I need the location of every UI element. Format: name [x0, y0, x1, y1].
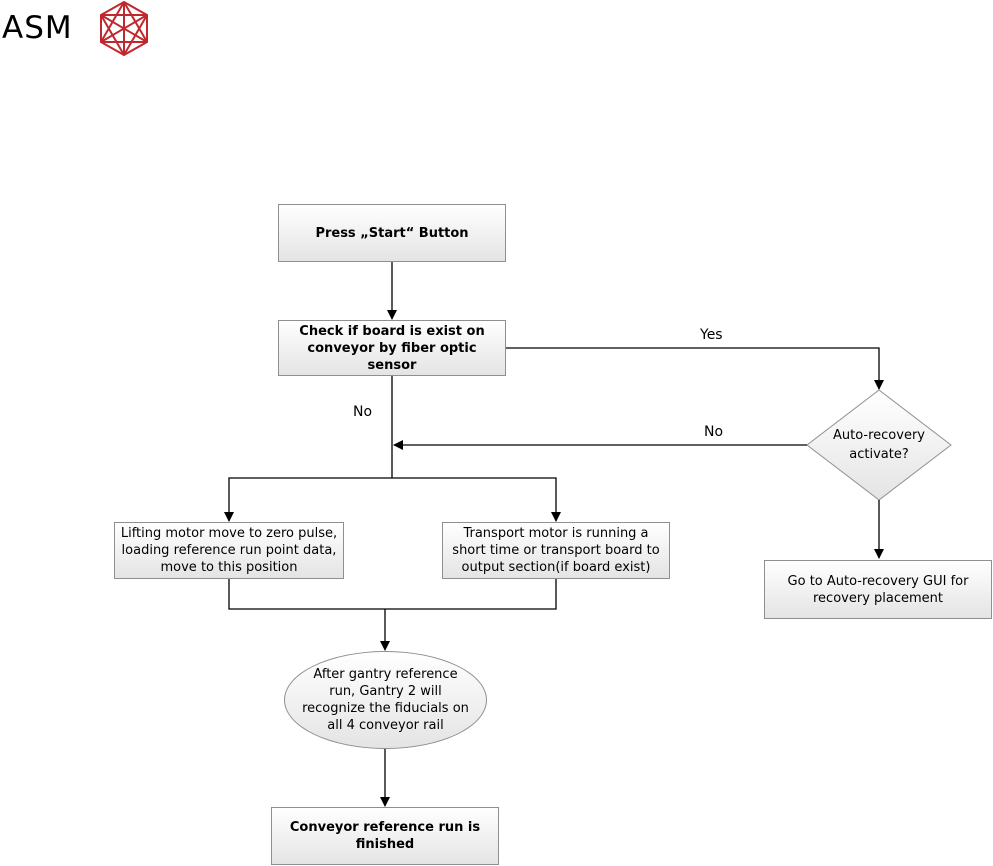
edge-merge-right — [385, 579, 557, 610]
finished-node: Conveyor reference run is finished — [271, 807, 499, 865]
auto-recovery-decision-label: Auto-recovery activate? — [832, 428, 925, 462]
yes-label: Yes — [700, 327, 723, 343]
asm-logo-text: ASM — [2, 10, 73, 46]
edge-check-to-decision — [506, 347, 884, 390]
edge-merge-left — [228, 579, 385, 610]
lifting-motor-node: Lifting motor move to zero pulse, loadin… — [114, 522, 344, 579]
transport-motor-node: Transport motor is running a short time … — [442, 522, 670, 579]
gantry-recognize-node: After gantry reference run, Gantry 2 wil… — [284, 651, 487, 749]
asm-crystal-logo-icon — [100, 1, 148, 56]
start-node: Press „Start“ Button — [278, 204, 506, 262]
edge-split-left — [224, 477, 392, 522]
no-check-label: No — [353, 404, 373, 420]
auto-recovery-gui-node: Go to Auto-recovery GUI for recovery pla… — [764, 560, 992, 619]
check-board-node: Check if board is exist on conveyor by f… — [278, 320, 506, 376]
no-decision-label: No — [704, 424, 724, 440]
edge-split-right — [392, 477, 561, 522]
